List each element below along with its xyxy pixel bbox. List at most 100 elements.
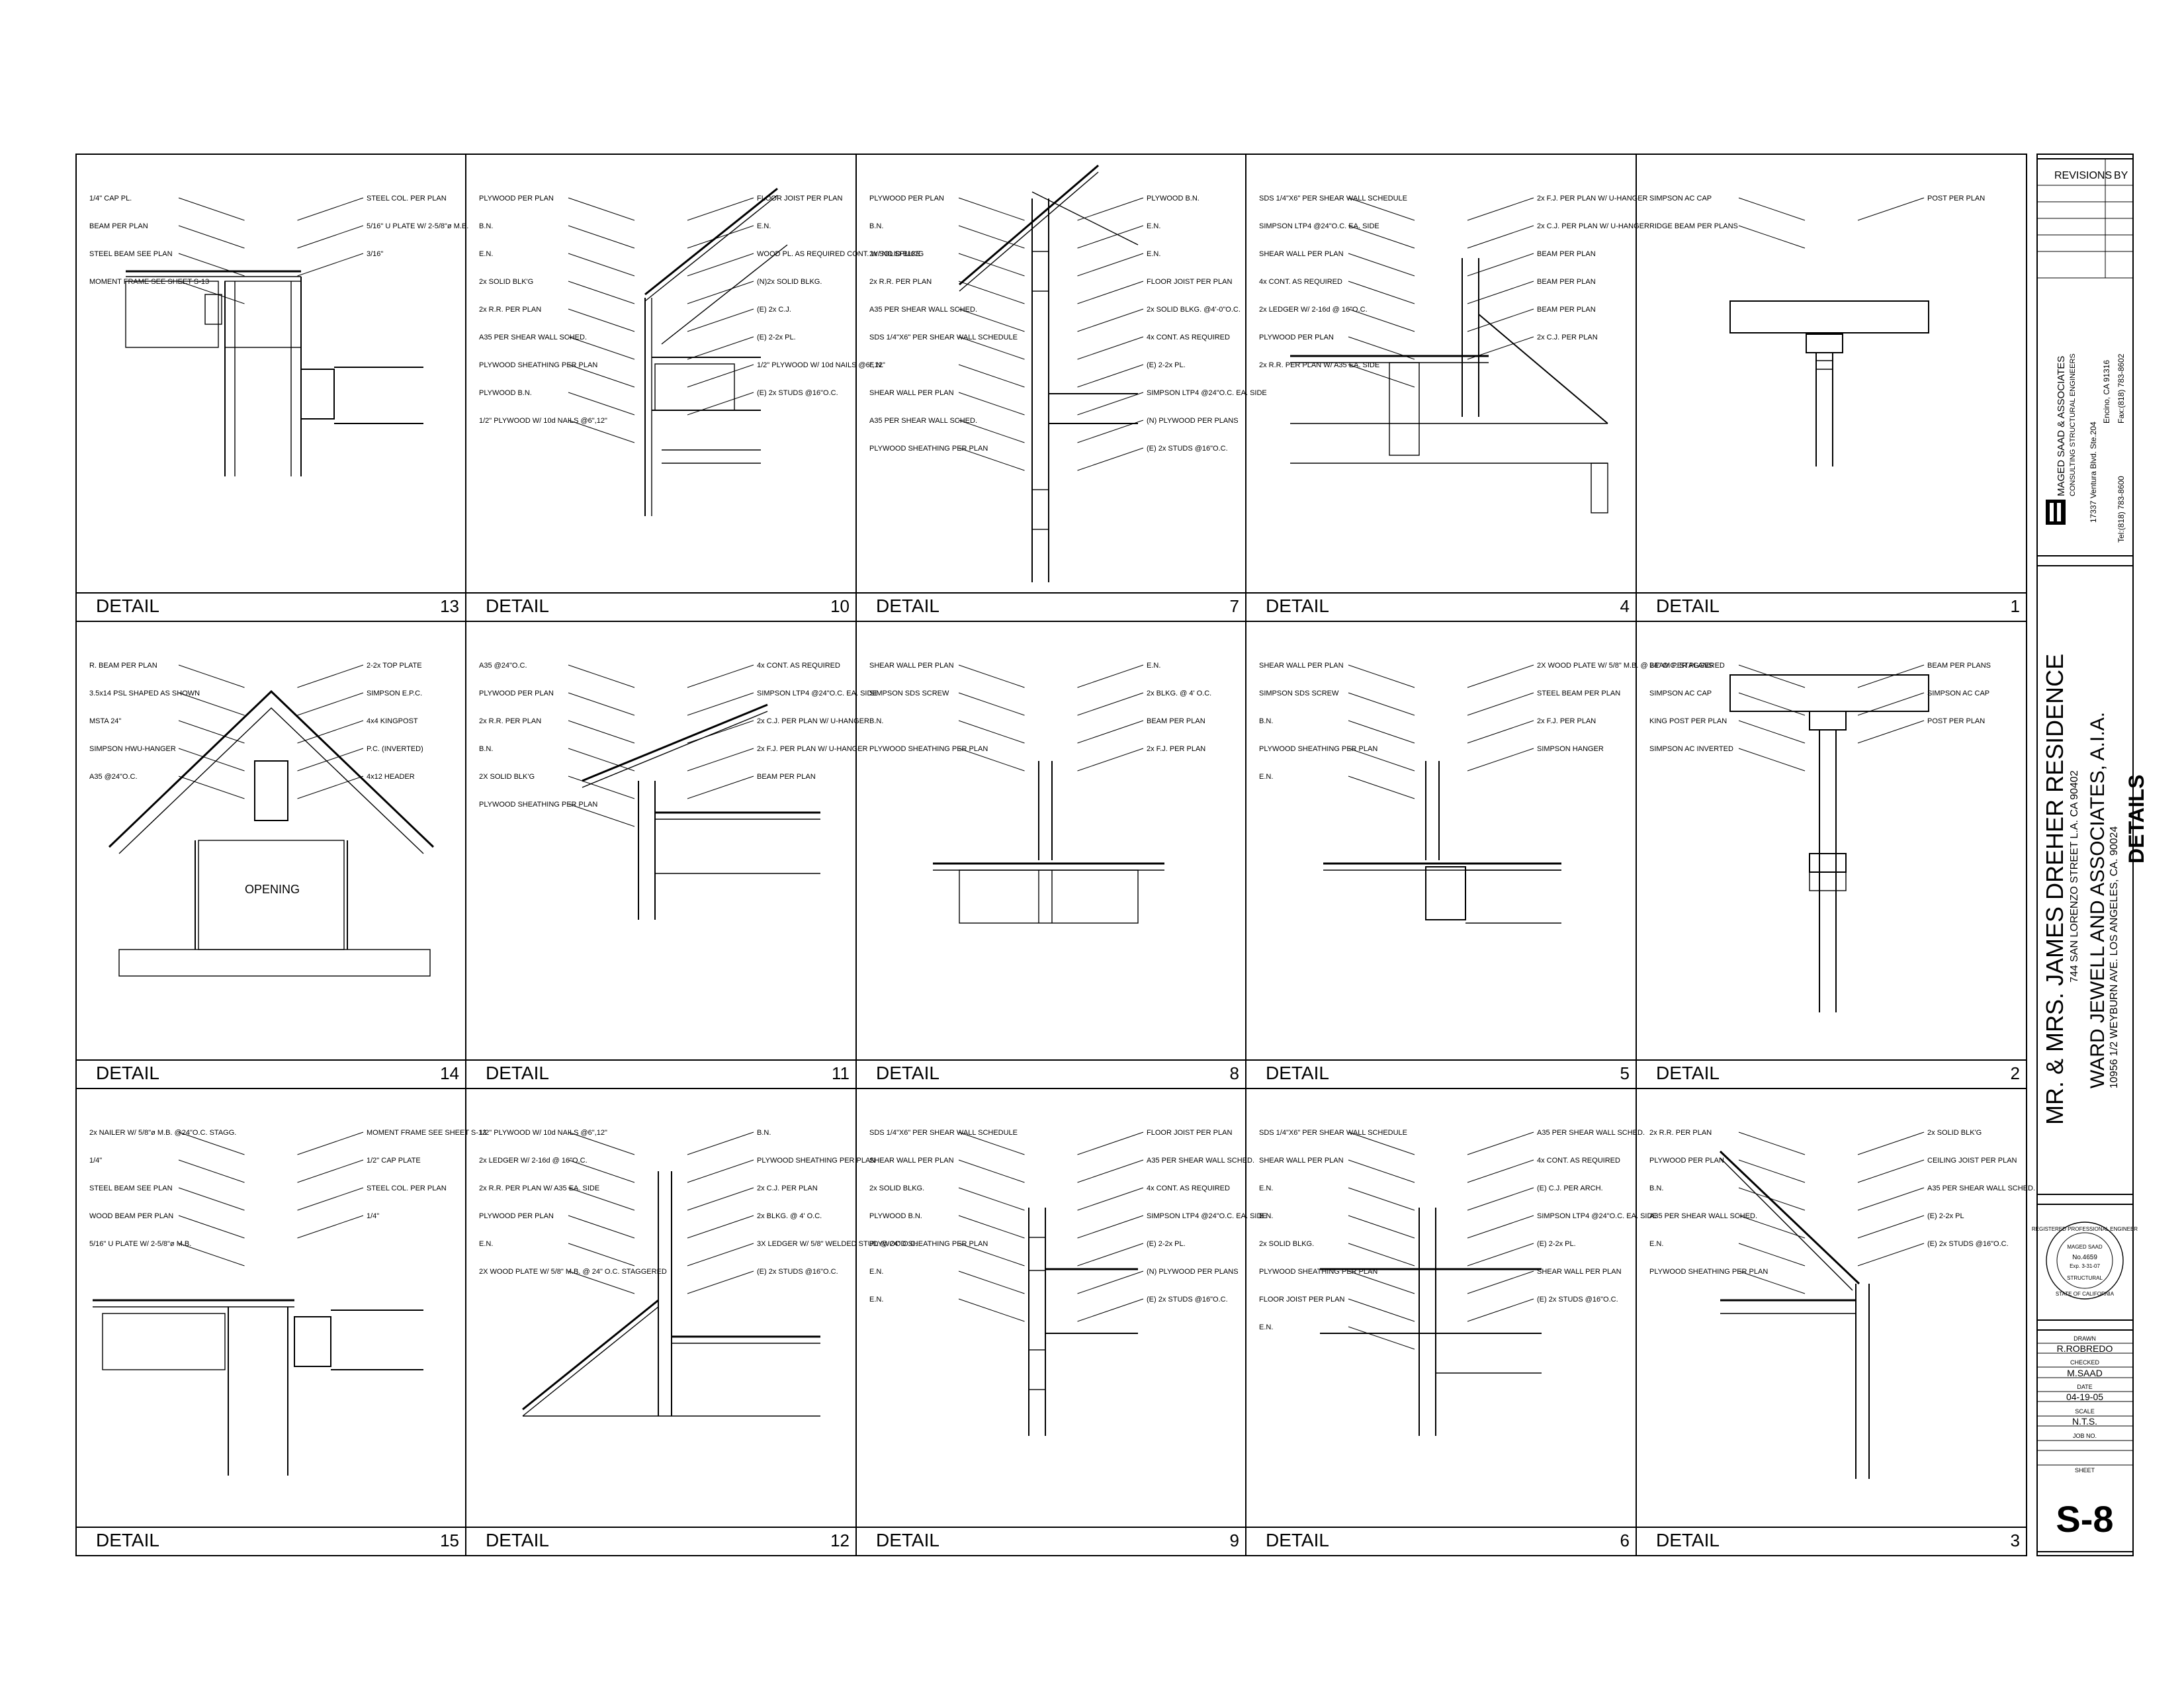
revisions-box <box>2036 158 2134 556</box>
leader-line <box>1077 308 1144 332</box>
callout-label: 4x CONT. AS REQUIRED <box>1537 1157 1620 1165</box>
leader-line <box>178 253 245 277</box>
callout-label: (E) 2-2x PL <box>1927 1212 1964 1220</box>
engineer-address2: Encino, CA 91316 <box>2102 360 2111 423</box>
leader-line <box>1077 225 1144 249</box>
leader-line <box>1467 225 1534 249</box>
callout-label: POST PER PLAN <box>1927 195 1985 202</box>
callout-label: SIMPSON AC CAP <box>1927 689 1989 697</box>
callout-label: (E) 2-2x PL. <box>1147 1240 1186 1248</box>
svg-text:No.4659: No.4659 <box>2072 1254 2097 1261</box>
callout-label: (N) PLYWOOD PER PLANS <box>1147 417 1239 425</box>
callout-label: A35 PER SHEAR WALL SCHED. <box>479 333 587 341</box>
leader-line <box>687 1270 754 1294</box>
detail-3-drawing <box>1719 1150 1870 1479</box>
leader-line <box>1348 1159 1415 1183</box>
detail-title-15: DETAIL <box>96 1530 159 1550</box>
callout-label: STEEL BEAM SEE PLAN <box>89 1184 173 1192</box>
leader-line <box>1467 748 1534 772</box>
leader-line <box>1467 1243 1534 1266</box>
leader-line <box>1348 1298 1415 1322</box>
detail-title-12: DETAIL <box>486 1530 549 1550</box>
callout-label: 2x SOLID BLKG. @4'-0"O.C. <box>1147 306 1241 314</box>
leader-line <box>1467 1298 1534 1322</box>
callout-label: 2-2x TOP PLATE <box>367 662 422 670</box>
leader-line <box>687 364 754 388</box>
callout-label: BEAM PER PLAN <box>1537 278 1596 286</box>
callout-label: SIMPSON HANGER <box>1537 745 1604 753</box>
callout-label: RIDGE BEAM PER PLANS <box>1649 222 1738 230</box>
leader-line <box>1348 1132 1415 1155</box>
leader-line <box>687 692 754 716</box>
callout-label: (E) 2x STUDS @16"O.C. <box>1927 1240 2009 1248</box>
leader-line <box>958 420 1025 443</box>
callout-label: B.N. <box>1259 1212 1273 1220</box>
callout-label: 2x SOLID BLKG. <box>1259 1240 1314 1248</box>
detail-number-6: 6 <box>1620 1531 1630 1550</box>
detail-number-15: 15 <box>440 1531 459 1550</box>
leader-line <box>178 720 245 744</box>
callout-label: E.N. <box>757 222 771 230</box>
leader-line <box>687 776 754 799</box>
callout-label: 2x BLKG. @ 4' O.C. <box>757 1212 822 1220</box>
leader-line <box>178 1243 245 1266</box>
leader-line <box>687 392 754 416</box>
leader-line <box>568 692 635 716</box>
callout-label: 2x SOLID BLK'G <box>479 278 533 286</box>
leader-line <box>1738 1215 1806 1239</box>
leader-line <box>1857 197 1925 221</box>
leader-line <box>1857 692 1925 716</box>
leader-line <box>1738 692 1806 716</box>
callout-label: B.N. <box>479 745 493 753</box>
leader-line <box>178 197 245 221</box>
callout-label: E.N. <box>869 1268 883 1276</box>
callout-label: 2x F.J. PER PLAN <box>1147 745 1205 753</box>
callout-label: P.C. (INVERTED) <box>367 745 423 753</box>
callout-label: (E) 2x STUDS @16"O.C. <box>757 389 838 397</box>
callout-label: E.N. <box>869 1296 883 1304</box>
callout-label: PLYWOOD SHEATHING PER PLAN <box>869 445 988 453</box>
callout-label: 2x SOLID BLKG. <box>869 1184 924 1192</box>
detail-11-drawing <box>582 703 820 920</box>
leader-line <box>297 776 364 799</box>
project-box <box>2036 565 2134 1195</box>
leader-line <box>1348 364 1415 388</box>
detail-8-drawing <box>933 761 1164 924</box>
leader-line <box>687 253 754 277</box>
leader-line <box>1077 1215 1144 1239</box>
callout-label: PLYWOOD SHEATHING PER PLAN <box>479 801 597 809</box>
callout-label: 4x CONT. AS REQUIRED <box>1147 333 1230 341</box>
leader-line <box>687 1159 754 1183</box>
leader-line <box>568 1159 635 1183</box>
callout-label: 2x F.J. PER PLAN W/ U-HANGER <box>1537 195 1648 202</box>
leader-line <box>1348 748 1415 772</box>
callout-label: E.N. <box>1259 1323 1273 1331</box>
callout-label: A35 @24"O.C. <box>479 662 527 670</box>
svg-text:JOB NO.: JOB NO. <box>2073 1433 2097 1439</box>
stamp-box <box>2036 1204 2134 1321</box>
callout-label: PLYWOOD SHEATHING PER PLAN <box>869 1240 988 1248</box>
detail-title-9: DETAIL <box>876 1530 939 1550</box>
drawn-value: R.ROBREDO <box>2057 1343 2113 1354</box>
leader-line <box>1077 720 1144 744</box>
detail-1-drawing <box>1729 300 1929 466</box>
leader-line <box>1077 392 1144 416</box>
callout-label: WOOD BEAM PER PLAN <box>89 1212 173 1220</box>
svg-text:DATE: DATE <box>2077 1384 2092 1390</box>
callout-label: 2x R.R. PER PLAN <box>479 306 541 314</box>
leader-line <box>687 281 754 304</box>
callout-label: SHEAR WALL PER PLAN <box>869 1157 954 1165</box>
leader-line <box>568 308 635 332</box>
callout-label: 2x LEDGER W/ 2-16d @ 16"O.C. <box>479 1157 588 1165</box>
leader-line <box>958 392 1025 416</box>
callout-label: 2x LEDGER W/ 2-16d @ 16"O.C. <box>1259 306 1368 314</box>
leader-line <box>1467 336 1534 360</box>
leader-line <box>958 720 1025 744</box>
leader-line <box>687 197 754 221</box>
callout-label: (E) 2x STUDS @16"O.C. <box>757 1268 838 1276</box>
callout-label: PLYWOOD SHEATHING PER PLAN <box>1259 745 1377 753</box>
callout-label: 4x CONT. AS REQUIRED <box>1259 278 1342 286</box>
callout-label: A35 PER SHEAR WALL SCHED. <box>869 417 977 425</box>
callout-label: 1/4" <box>89 1157 102 1165</box>
callout-label: KING POST PER PLAN <box>1649 717 1727 725</box>
